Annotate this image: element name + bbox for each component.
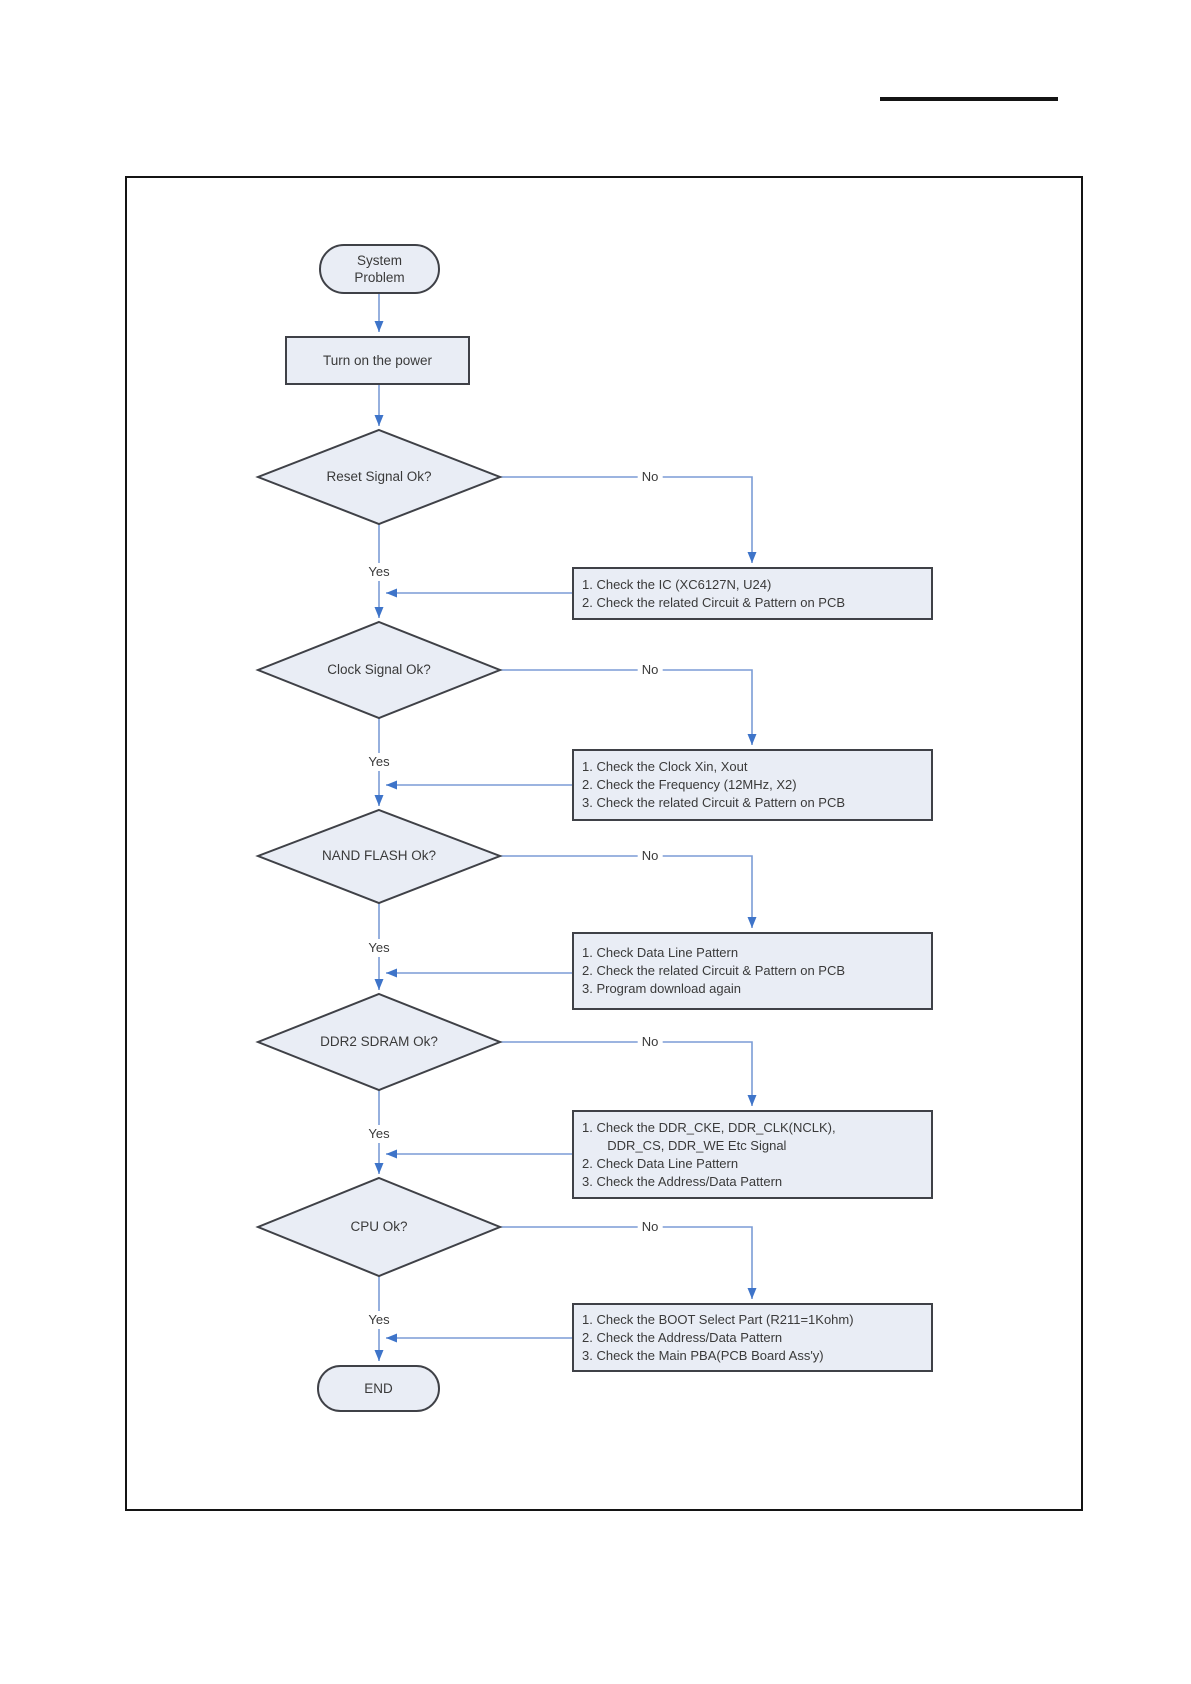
edge-no-ddr2 — [500, 1041, 757, 1106]
no-label-ddr2: No — [637, 1033, 663, 1051]
decision-diamond-ddr2-sdram — [255, 992, 503, 1092]
decision-label-ddr2-sdram: DDR2 SDRAM Ok? — [320, 1034, 438, 1049]
yes-label-reset: Yes — [364, 563, 394, 581]
start-terminator: System Problem — [319, 244, 440, 294]
edge-no-reset — [500, 476, 757, 563]
no-label-clock: No — [637, 661, 663, 679]
no-label-reset: No — [637, 468, 663, 486]
yes-label-ddr2: Yes — [364, 1125, 394, 1143]
edge-no-cpu — [500, 1226, 757, 1299]
action-box-nand-text: 1. Check Data Line Pattern 2. Check the … — [582, 945, 846, 996]
flowchart-frame — [125, 176, 1083, 1511]
yes-label-nand: Yes — [364, 939, 394, 957]
top-right-rule — [880, 97, 1058, 101]
edge-no-clock — [500, 669, 757, 745]
edge-no-nand — [500, 855, 757, 928]
action-box-ddr2-sdram: 1. Check the DDR_CKE, DDR_CLK(NCLK), DDR… — [572, 1110, 933, 1199]
decision-diamond-cpu — [255, 1176, 503, 1278]
yes-label-clock: Yes — [364, 753, 394, 771]
action-box-clock-signal: 1. Check the Clock Xin, Xout 2. Check th… — [572, 749, 933, 821]
action-box-clock-text: 1. Check the Clock Xin, Xout 2. Check th… — [582, 759, 846, 810]
no-label-cpu: No — [637, 1218, 663, 1236]
decision-diamond-reset-signal — [255, 428, 503, 526]
decision-label-clock-signal: Clock Signal Ok? — [327, 662, 431, 677]
end-label: END — [364, 1381, 393, 1396]
decision-label-reset-signal: Reset Signal Ok? — [326, 469, 432, 484]
decision-label-cpu: CPU Ok? — [350, 1219, 408, 1234]
end-terminator: END — [317, 1365, 440, 1412]
action-box-nand-flash: 1. Check Data Line Pattern 2. Check the … — [572, 932, 933, 1010]
no-label-nand: No — [637, 847, 663, 865]
decision-diamond-nand-flash — [255, 808, 503, 905]
action-box-cpu-text: 1. Check the BOOT Select Part (R211=1Koh… — [582, 1311, 854, 1363]
action-box-ddr2-text: 1. Check the DDR_CKE, DDR_CLK(NCLK), DDR… — [582, 1119, 836, 1189]
action-box-reset-signal: 1. Check the IC (XC6127N, U24) 2. Check … — [572, 567, 933, 620]
yes-label-cpu: Yes — [364, 1311, 394, 1329]
decision-label-nand-flash: NAND FLASH Ok? — [321, 848, 437, 863]
start-label: System Problem — [354, 253, 405, 285]
decision-diamond-clock-signal — [255, 620, 503, 720]
process-label: Turn on the power — [322, 353, 433, 368]
process-turn-on-power: Turn on the power — [285, 336, 470, 385]
action-box-cpu: 1. Check the BOOT Select Part (R211=1Koh… — [572, 1303, 933, 1372]
action-box-reset-text: 1. Check the IC (XC6127N, U24) 2. Check … — [582, 576, 846, 610]
